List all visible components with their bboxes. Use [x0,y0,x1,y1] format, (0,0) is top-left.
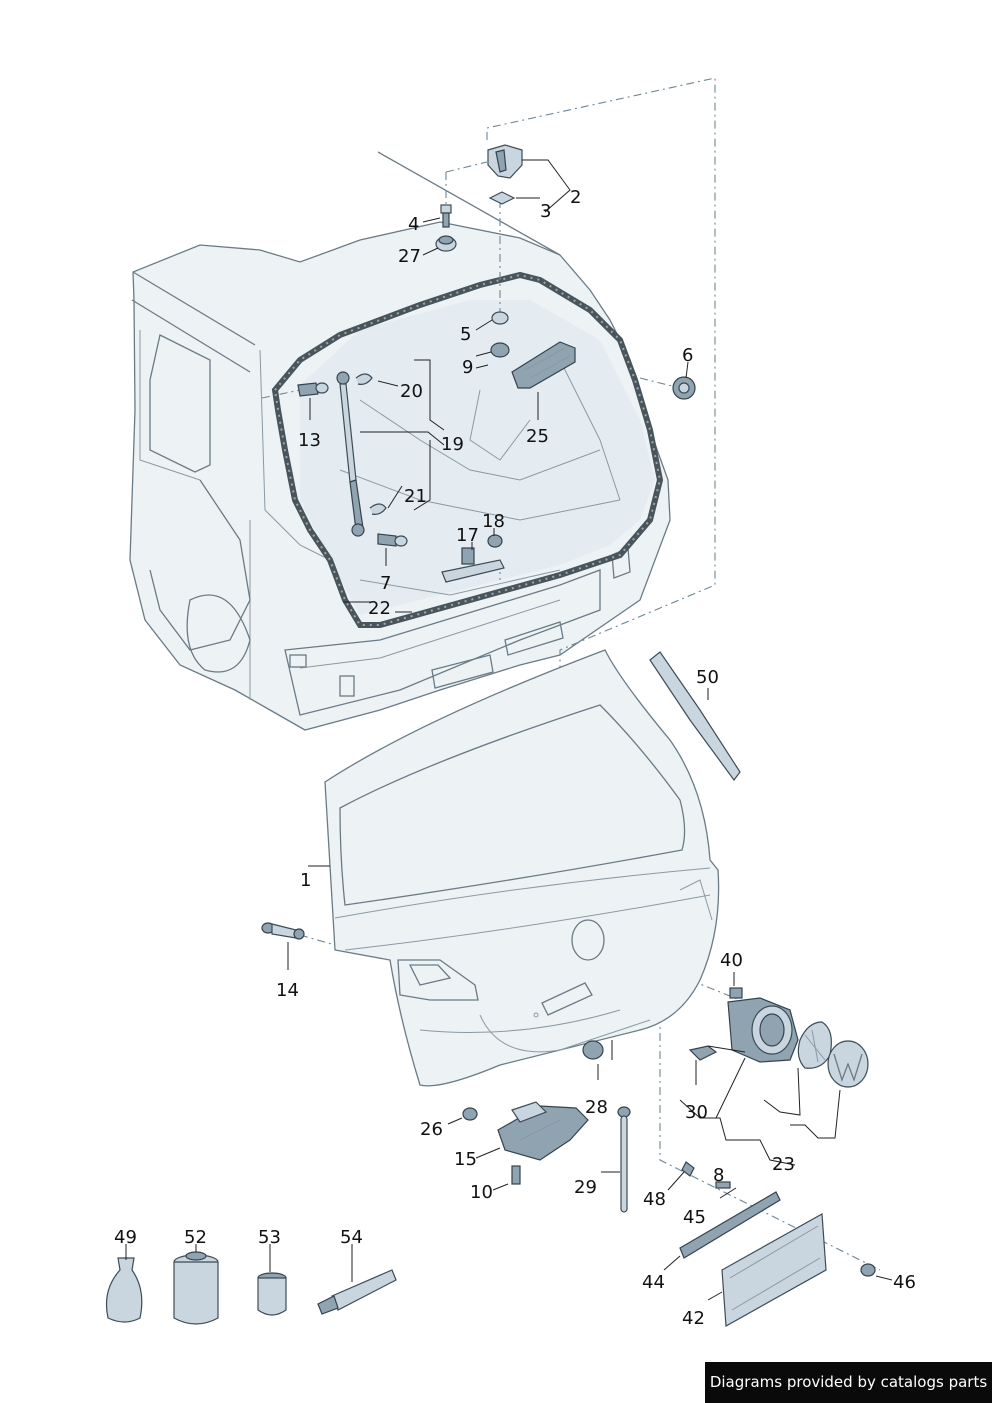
tailgate-panel [308,649,720,1087]
nut-26-part [447,1107,478,1125]
part-label-8: 8 [713,1165,724,1186]
part-label-1: 1 [300,870,311,891]
part-label-40: 40 [720,950,743,971]
rod-part [601,1106,631,1213]
part-label-14: 14 [276,980,299,1001]
part-label-44: 44 [642,1272,665,1293]
nut-part [475,311,510,369]
part-label-21: 21 [404,486,427,507]
vehicle-rear-body [129,151,671,731]
bracket-leaders [343,359,445,613]
part-label-15: 15 [454,1149,477,1170]
wiring-conduit-part [511,341,576,420]
part-label-30: 30 [685,1102,708,1123]
plate-strip-part [663,1191,781,1271]
side-bolt-part [261,922,305,970]
part-label-49: 49 [114,1227,137,1248]
part-label-4: 4 [408,214,419,235]
plate-fasteners [667,1161,893,1281]
part-label-54: 54 [340,1227,363,1248]
part-label-42: 42 [682,1308,705,1329]
emblem-handle-part [679,972,869,1166]
bolt-part [422,204,452,228]
part-label-6: 6 [682,345,693,366]
part-label-9: 9 [462,357,473,378]
part-label-26: 26 [420,1119,443,1140]
ball-stud-lower [377,533,408,566]
latch-part [475,1101,589,1191]
gas-strut-part [336,371,445,537]
striker-plate-part [441,528,505,583]
part-label-29: 29 [574,1177,597,1198]
part-label-25: 25 [526,426,549,447]
cap-part [422,235,457,256]
product-tube-54 [317,1244,397,1315]
part-label-22: 22 [368,598,391,619]
part-labels: 1 2 3 4 5 6 7 8 9 10 13 14 15 17 18 19 2… [114,187,916,1329]
part-label-53: 53 [258,1227,281,1248]
bump-stop-part [582,1040,613,1080]
part-label-20: 20 [400,381,423,402]
part-label-18: 18 [482,511,505,532]
product-can-52 [173,1244,219,1325]
part-label-45: 45 [683,1207,706,1228]
product-jar-53 [257,1244,287,1316]
spoiler-part [649,651,741,782]
clip-upper [355,373,399,387]
part-label-19: 19 [441,434,464,455]
credit-banner: Diagrams provided by catalogs parts [705,1362,992,1403]
part-label-2: 2 [570,187,581,208]
part-label-7: 7 [380,573,391,594]
part-label-13: 13 [298,430,321,451]
clip-lower [369,485,403,515]
part-label-17: 17 [456,525,479,546]
product-bag-49 [105,1244,143,1323]
hinge-part [487,144,571,213]
part-label-48: 48 [643,1189,666,1210]
ball-stud-left [297,382,329,420]
part-label-10: 10 [470,1182,493,1203]
part-label-27: 27 [398,246,421,267]
part-label-50: 50 [696,667,719,688]
part-label-23: 23 [772,1154,795,1175]
grommet-part [672,361,696,400]
part-label-3: 3 [540,201,551,222]
plate-holder-part [707,1213,827,1327]
part-label-46: 46 [893,1272,916,1293]
part-label-28: 28 [585,1097,608,1118]
part-label-52: 52 [184,1227,207,1248]
part-label-5: 5 [460,324,471,345]
